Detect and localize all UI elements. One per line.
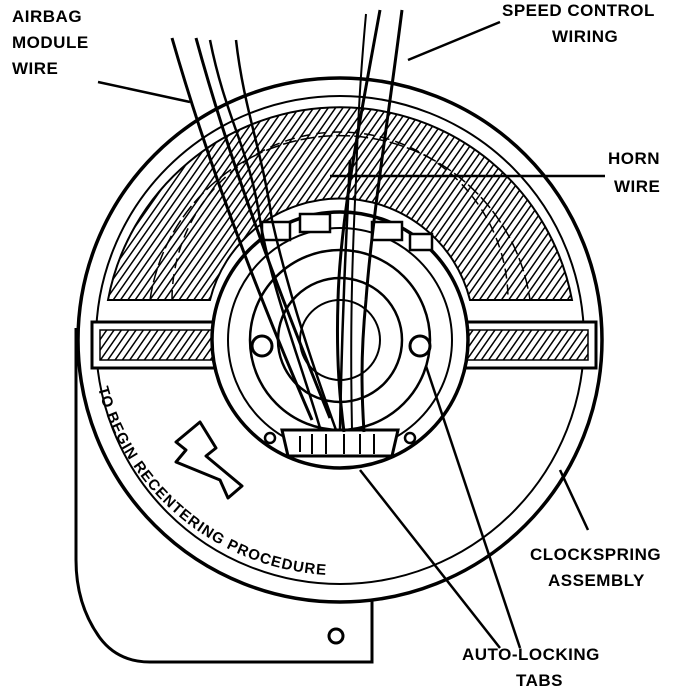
svg-text:WIRE: WIRE xyxy=(614,177,660,196)
svg-text:ASSEMBLY: ASSEMBLY xyxy=(548,571,645,590)
clockspring-housing xyxy=(74,328,374,664)
locating-pin-left xyxy=(250,334,274,358)
label-horn-wire: HORN WIRE xyxy=(608,149,660,196)
svg-text:AIRBAG: AIRBAG xyxy=(12,7,82,26)
warning-text-band xyxy=(106,106,574,301)
locating-pin-right xyxy=(408,334,432,358)
svg-text:AUTO-LOCKING: AUTO-LOCKING xyxy=(462,645,600,664)
svg-text:MODULE: MODULE xyxy=(12,33,89,52)
svg-text:WIRING: WIRING xyxy=(552,27,618,46)
svg-text:TABS: TABS xyxy=(516,671,563,690)
label-clockspring-assembly: CLOCKSPRING ASSEMBLY xyxy=(530,545,661,590)
recentering-arrow xyxy=(174,420,244,500)
leader-lines xyxy=(97,20,605,649)
label-airbag-module-wire: AIRBAG MODULE WIRE xyxy=(12,7,89,78)
svg-text:WIRE: WIRE xyxy=(12,59,58,78)
wire-connector-block xyxy=(263,428,417,458)
airbag-module-wire xyxy=(170,37,338,431)
mounting-hole xyxy=(327,627,345,645)
svg-text:HORN: HORN xyxy=(608,149,660,168)
svg-text:CLOCKSPRING: CLOCKSPRING xyxy=(530,545,661,564)
horn-wire xyxy=(338,159,352,431)
label-auto-locking-tabs: AUTO-LOCKING TABS xyxy=(462,645,600,690)
label-speed-control-wiring: SPEED CONTROL WIRING xyxy=(502,1,655,46)
hub-castellations xyxy=(260,212,434,252)
svg-text:SPEED CONTROL: SPEED CONTROL xyxy=(502,1,655,20)
